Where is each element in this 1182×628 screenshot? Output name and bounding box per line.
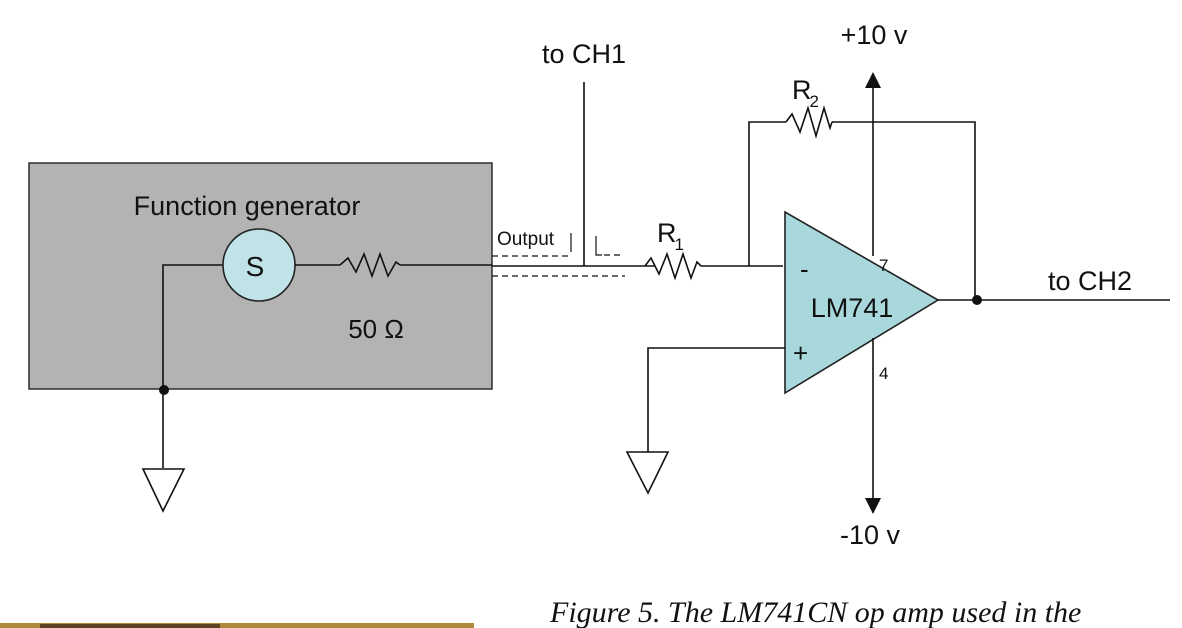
negative-supply-arrow: [865, 498, 881, 514]
inverting-input-sign: -: [800, 254, 809, 284]
r2-label: R2: [792, 75, 819, 111]
coax-shield-top-right: [595, 236, 602, 256]
feedback-right-wire: [832, 121, 976, 300]
positive-supply-arrow: [865, 72, 881, 88]
generator-ground-symbol: [141, 468, 186, 513]
cropped-photo-edge: [0, 623, 474, 628]
op-amp-name: LM741: [811, 293, 894, 323]
function-generator-title: Function generator: [134, 191, 361, 221]
positive-supply-label: +10 v: [841, 20, 908, 50]
opamp-ground-symbol: [625, 451, 670, 495]
generator-ground-junction: [159, 385, 169, 395]
output-junction: [972, 295, 982, 305]
internal-resistor: [339, 251, 401, 279]
pin-4-label: 4: [879, 364, 888, 383]
negative-supply-label: -10 v: [840, 520, 901, 550]
lm741-op-amp: [784, 210, 940, 395]
r1-label: R1: [657, 218, 684, 254]
noninverting-input-sign: +: [793, 338, 808, 368]
ch2-label: to CH2: [1048, 266, 1132, 296]
cropped-photo-edge-dark: [40, 624, 220, 628]
r2-resistor: [785, 105, 833, 139]
generator-ground-wire: [162, 264, 223, 468]
ch1-label: to CH1: [542, 39, 626, 69]
noninverting-ground-wire: [647, 347, 785, 452]
pin-7-label: 7: [879, 256, 888, 275]
internal-resistance-label: 50 Ω: [348, 314, 404, 344]
voltage-source-label: S: [246, 251, 265, 282]
output-label: Output: [497, 229, 555, 250]
r1-resistor: [644, 251, 702, 281]
figure-caption: Figure 5. The LM741CN op amp used in the: [549, 596, 1081, 628]
feedback-left-wire: [748, 121, 786, 266]
